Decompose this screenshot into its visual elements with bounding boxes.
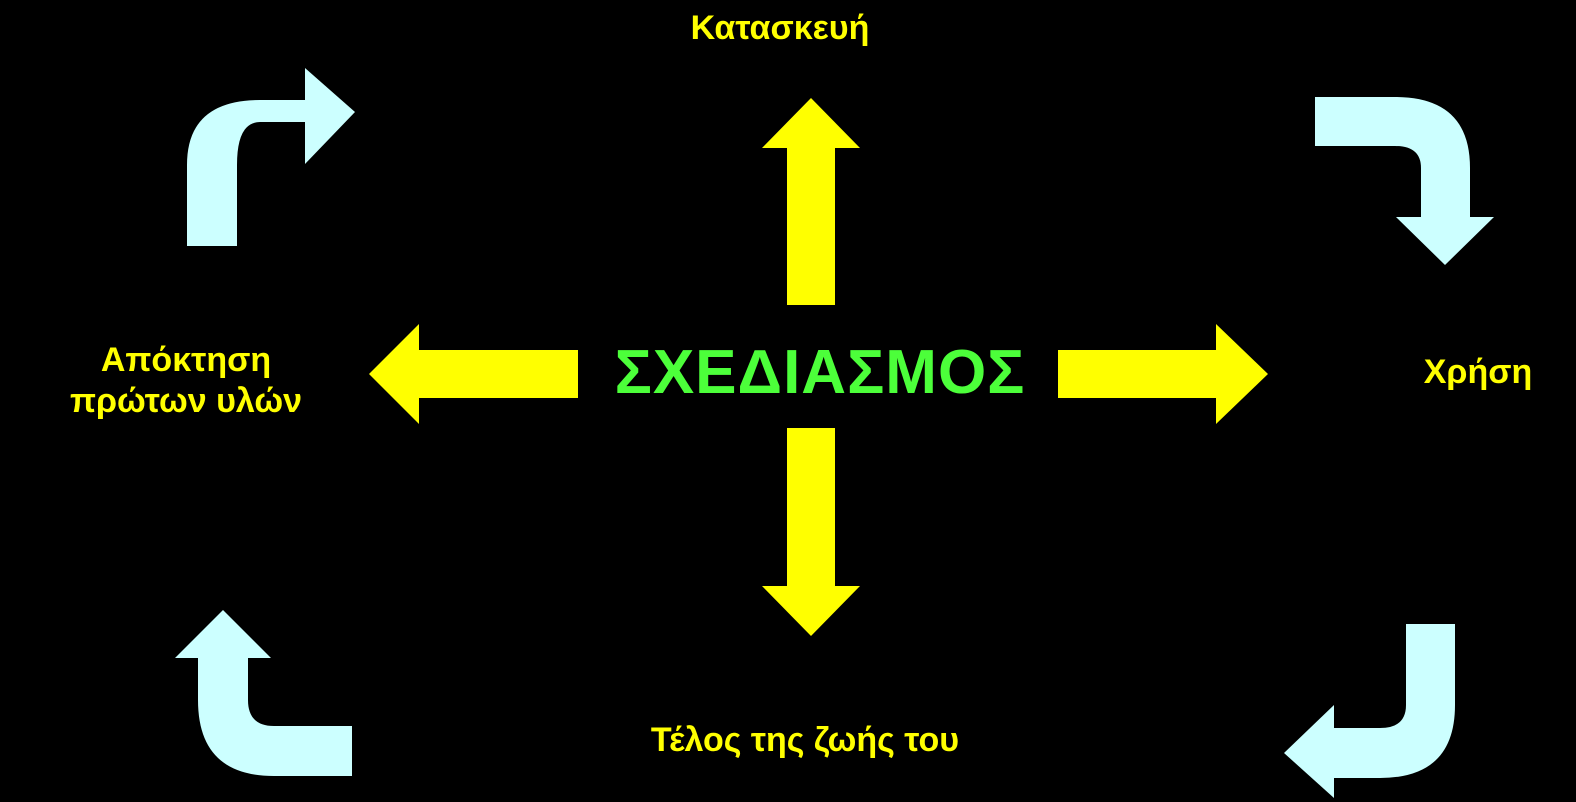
stage-label-use: Χρήση xyxy=(1423,353,1533,391)
arrow-left-icon xyxy=(369,324,578,424)
arrow-down-icon xyxy=(762,428,860,636)
curved-arrow-top-left-icon xyxy=(187,68,355,246)
stage-label-raw-materials-line2: πρώτων υλών xyxy=(69,381,303,420)
stage-label-raw-materials: Απόκτηση πρώτων υλών xyxy=(0,340,372,422)
curved-arrow-bottom-right-icon xyxy=(1284,624,1455,798)
stage-label-raw-materials-line1: Απόκτηση xyxy=(100,341,272,379)
center-label-design: ΣΧΕΔΙΑΣΜΟΣ xyxy=(614,338,1026,407)
stage-label-manufacturing: Κατασκευή xyxy=(690,9,870,47)
curved-arrow-top-right-icon xyxy=(1315,97,1494,265)
stage-label-end-of-life: Τέλος της ζωής του xyxy=(650,721,960,759)
arrow-up-icon xyxy=(762,98,860,305)
curved-arrow-bottom-left-icon xyxy=(175,610,352,776)
arrow-right-icon xyxy=(1058,324,1268,424)
